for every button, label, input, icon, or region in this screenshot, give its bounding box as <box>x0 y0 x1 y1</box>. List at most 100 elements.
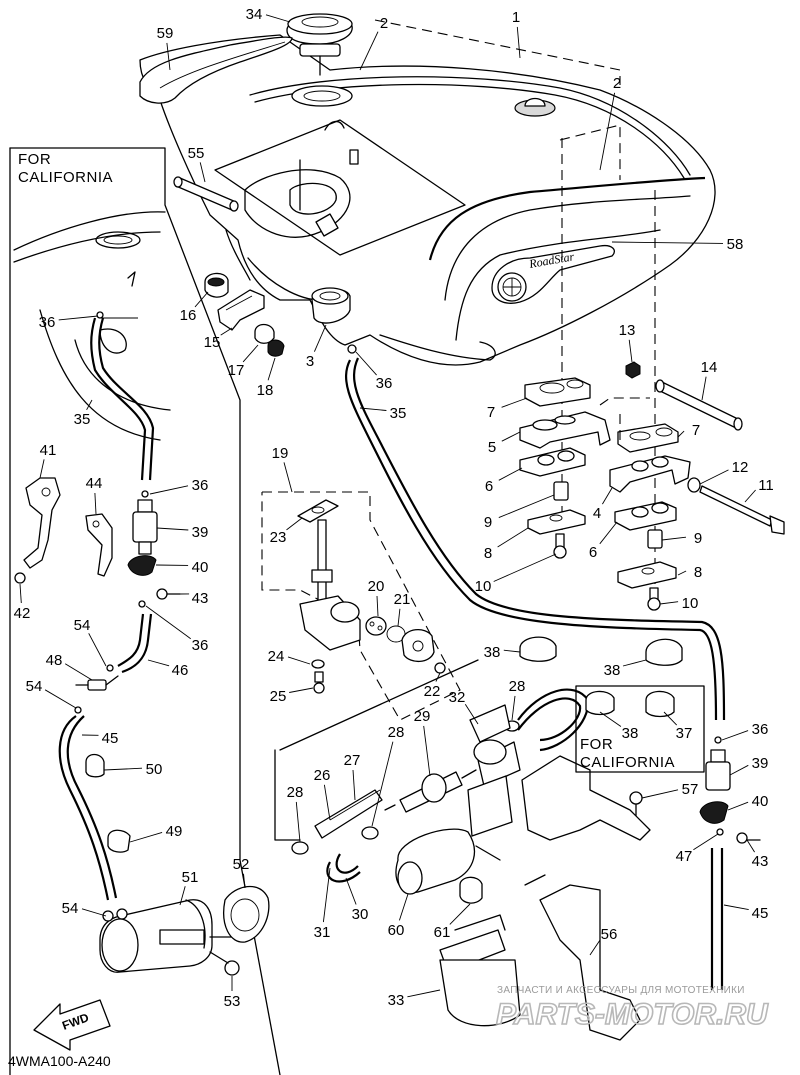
callout-leader-8 <box>677 570 687 576</box>
callout-label-61: 61 <box>434 924 451 941</box>
fwd-arrow: FWD <box>33 999 111 1051</box>
callout-leader-14 <box>701 376 707 401</box>
callout-leader-19 <box>283 462 293 493</box>
callout-label-5: 5 <box>488 439 496 456</box>
callout-label-19: 19 <box>272 445 289 462</box>
callout-label-36: 36 <box>376 375 393 392</box>
callout-leader-45 <box>723 904 749 911</box>
callout-label-54: 54 <box>62 900 79 917</box>
callout-leader-46 <box>147 659 170 667</box>
callout-label-14: 14 <box>701 359 718 376</box>
callout-leader-57 <box>641 789 679 799</box>
callout-label-38: 38 <box>622 725 639 742</box>
callout-leader-38 <box>503 649 521 653</box>
callout-leader-40 <box>727 801 749 811</box>
callout-label-26: 26 <box>314 767 331 784</box>
callout-label-9: 9 <box>484 514 492 531</box>
callout-leader-54 <box>44 689 77 709</box>
callout-leader-29 <box>423 725 431 777</box>
callout-label-36: 36 <box>192 477 209 494</box>
callout-label-9: 9 <box>694 530 702 547</box>
callout-label-13: 13 <box>619 322 636 339</box>
callout-leader-26 <box>323 784 331 821</box>
callout-leader-22 <box>435 672 441 682</box>
callout-label-28: 28 <box>509 678 526 695</box>
california-right-line2: CALIFORNIA <box>580 754 675 771</box>
callout-leader-9 <box>498 494 555 519</box>
watermark: ЗАПЧАСТИ И АКСЕССУАРЫ ДЛЯ МОТОТЕХНИКИ PA… <box>495 985 770 1032</box>
callout-leader-28 <box>371 741 394 827</box>
callout-leader-2 <box>359 31 379 71</box>
callout-label-36: 36 <box>192 637 209 654</box>
callout-label-42: 42 <box>14 605 31 622</box>
callout-leader-55 <box>199 162 206 183</box>
callout-leader-52 <box>243 873 246 889</box>
callout-label-16: 16 <box>180 307 197 324</box>
fuel-tank-group: RoadStar <box>139 34 716 366</box>
callout-label-36: 36 <box>752 721 769 738</box>
callout-label-60: 60 <box>388 922 405 939</box>
diagram-code: 4WMA100-A240 <box>8 1053 111 1069</box>
callout-leader-35 <box>86 399 93 411</box>
fuel-pump-section <box>274 659 651 1041</box>
callout-leader-5 <box>501 431 521 442</box>
callout-leader-10 <box>659 601 679 605</box>
callout-leader-12 <box>699 469 729 485</box>
callout-leader-6 <box>599 521 618 545</box>
callout-leader-1 <box>516 26 521 59</box>
callout-leader-27 <box>352 769 356 801</box>
watermark-small: ЗАПЧАСТИ И АКСЕССУАРЫ ДЛЯ МОТОТЕХНИКИ <box>497 985 745 996</box>
callout-leader-18 <box>267 357 276 381</box>
callout-leader-54 <box>88 633 107 667</box>
callout-label-22: 22 <box>424 683 441 700</box>
callout-label-38: 38 <box>484 644 501 661</box>
callout-label-24: 24 <box>268 648 285 665</box>
callout-label-44: 44 <box>86 475 103 492</box>
callout-label-21: 21 <box>394 591 411 608</box>
callout-label-37: 37 <box>676 725 693 742</box>
callout-label-12: 12 <box>732 459 749 476</box>
callout-label-57: 57 <box>682 781 699 798</box>
callout-leader-36 <box>145 605 191 640</box>
callout-leader-23 <box>286 517 303 531</box>
callout-label-17: 17 <box>228 362 245 379</box>
callout-leader-9 <box>661 536 687 541</box>
callout-leader-41 <box>39 459 45 479</box>
callout-leader-7 <box>677 430 685 438</box>
callout-leader-31 <box>322 867 331 923</box>
callout-leader-2 <box>599 92 616 171</box>
callout-leader-37 <box>663 711 678 726</box>
roadstar-badge: RoadStar <box>491 244 615 304</box>
callout-leader-48 <box>64 663 93 681</box>
callout-label-30: 30 <box>352 906 369 923</box>
california-panel-left: FOR CALIFORNIA <box>9 147 281 1075</box>
callout-leader-28 <box>295 801 301 843</box>
callout-label-53: 53 <box>224 993 241 1010</box>
callout-label-10: 10 <box>475 578 492 595</box>
callout-leader-54 <box>81 908 107 917</box>
left-small-parts <box>173 176 351 357</box>
callout-leader-51 <box>179 886 186 906</box>
callout-label-59: 59 <box>157 25 174 42</box>
callout-leader-21 <box>397 608 401 627</box>
vent-hose-35 <box>345 344 726 721</box>
callout-leader-44 <box>94 492 97 515</box>
callout-leader-7 <box>501 397 528 408</box>
callout-label-48: 48 <box>46 652 63 669</box>
callout-label-40: 40 <box>192 559 209 576</box>
callout-label-43: 43 <box>192 590 209 607</box>
callout-leader-15 <box>220 327 233 336</box>
callout-leader-32 <box>464 703 479 725</box>
callout-leader-6 <box>498 467 523 481</box>
callout-label-56: 56 <box>601 926 618 943</box>
callout-leader-50 <box>103 767 143 771</box>
callout-label-36: 36 <box>39 314 56 331</box>
callout-label-49: 49 <box>166 823 183 840</box>
fuel-cap-34 <box>286 13 353 76</box>
callout-label-27: 27 <box>344 752 361 769</box>
callout-leader-43 <box>746 839 755 853</box>
callout-labels: 1223456677889910101112131415161718192021… <box>14 6 774 1010</box>
callout-label-7: 7 <box>487 404 495 421</box>
callout-label-58: 58 <box>727 236 744 253</box>
callout-label-31: 31 <box>314 924 331 941</box>
